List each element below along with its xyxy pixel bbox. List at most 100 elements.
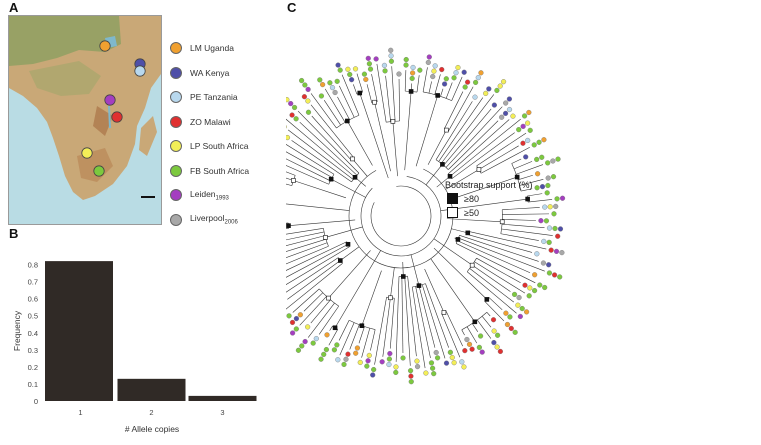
y-tick-label: 0.6 [28,295,38,304]
tip-marker [367,66,374,72]
bootstrap-low-node [444,127,449,133]
legend-label: FB South Africa [190,165,250,176]
bootstrap-high-node [338,258,343,263]
tip-marker [343,356,349,362]
tree-branch [445,82,453,99]
tree-branch [359,92,389,179]
bootstrap-high-node [359,323,365,328]
tip-marker [525,137,531,144]
tree-branch [286,171,296,176]
bootstrap-high-node [401,274,406,279]
tree-branch [287,129,354,180]
legend-item: WA Kenya [168,61,308,86]
tree-branch [455,176,518,198]
tip-marker [393,364,399,370]
legend-swatch [170,115,182,128]
tree-branch [424,268,445,313]
tip-marker [286,97,290,103]
bootstrap-low-node [499,219,505,225]
tree-branch [286,263,343,310]
tree-branch [286,158,331,182]
tip-marker [443,76,449,82]
tip-marker [534,185,540,191]
y-tick-label: 0 [34,397,38,406]
tree-branch [461,329,465,336]
y-tick-label: 0.7 [28,278,38,287]
tree-branch [425,164,443,185]
tip-marker [299,343,305,349]
tip-marker [431,68,437,74]
tree-branch [358,326,365,344]
tree-branch [425,283,449,348]
tip-marker [407,368,414,374]
tip-marker [439,66,445,73]
tip-marker [545,175,551,181]
tree-branch [415,95,438,167]
tip-marker [293,116,299,122]
tree-branch [310,93,337,129]
tip-marker [473,79,479,86]
tip-marker [361,71,368,77]
tip-marker [461,364,467,370]
y-tick-label: 0.8 [28,261,38,270]
tip-marker [443,360,450,366]
bootstrap-high-node [440,162,445,167]
tip-marker [365,358,371,364]
bootstrap-low-node [388,295,393,301]
tip-marker [417,67,423,73]
tip-marker [431,371,437,377]
tip-marker [388,53,394,59]
tip-marker [371,366,377,373]
legend-item: LM Uganda [168,36,308,61]
legend-swatch [170,91,182,104]
tree-branch [478,145,519,170]
tree-branch [286,165,329,185]
tip-marker [461,69,467,75]
tip-marker [332,89,338,96]
tip-marker [334,78,340,84]
tip-marker [297,312,303,318]
tree-branch [401,276,404,353]
tip-marker [354,345,361,351]
tree-branch [286,227,324,235]
tip-marker [403,62,409,68]
bootstrap-low-node [323,235,328,240]
legend-swatch [170,140,182,153]
tip-marker [464,336,470,343]
tip-marker [535,171,541,177]
tip-marker [293,316,300,322]
tip-marker [490,317,497,323]
tip-marker [286,313,292,319]
tip-marker [349,77,355,83]
tip-marker [382,68,388,74]
tip-marker [288,100,294,107]
tree-backbone [360,176,442,257]
tree-branch [433,238,473,266]
tip-marker [526,293,532,299]
tip-marker [286,134,291,141]
tree-branch [382,297,391,357]
legend-item: Liverpool2006 [168,208,308,233]
tip-marker [500,79,507,85]
tip-marker [547,204,553,210]
tree-branch [444,91,464,130]
tree-branch [520,188,533,192]
tree-branch [286,246,350,285]
bootstrap-high-node [345,118,350,124]
tree-branch [286,151,333,178]
tree-branch [438,97,484,162]
tip-marker [396,71,402,77]
tree-branch [286,144,335,175]
tree-branch [293,180,347,199]
tree-branch [390,267,395,298]
continent [9,16,161,200]
tree-branch [435,101,473,160]
tree-branch [338,320,350,341]
tip-marker [502,110,509,116]
tree-branch [421,284,446,359]
bootstrap-high-node [416,283,422,288]
y-axis-label: Frequency [12,310,22,351]
tip-marker [414,363,421,370]
tip-marker [540,260,547,266]
tree-branch [472,264,511,292]
